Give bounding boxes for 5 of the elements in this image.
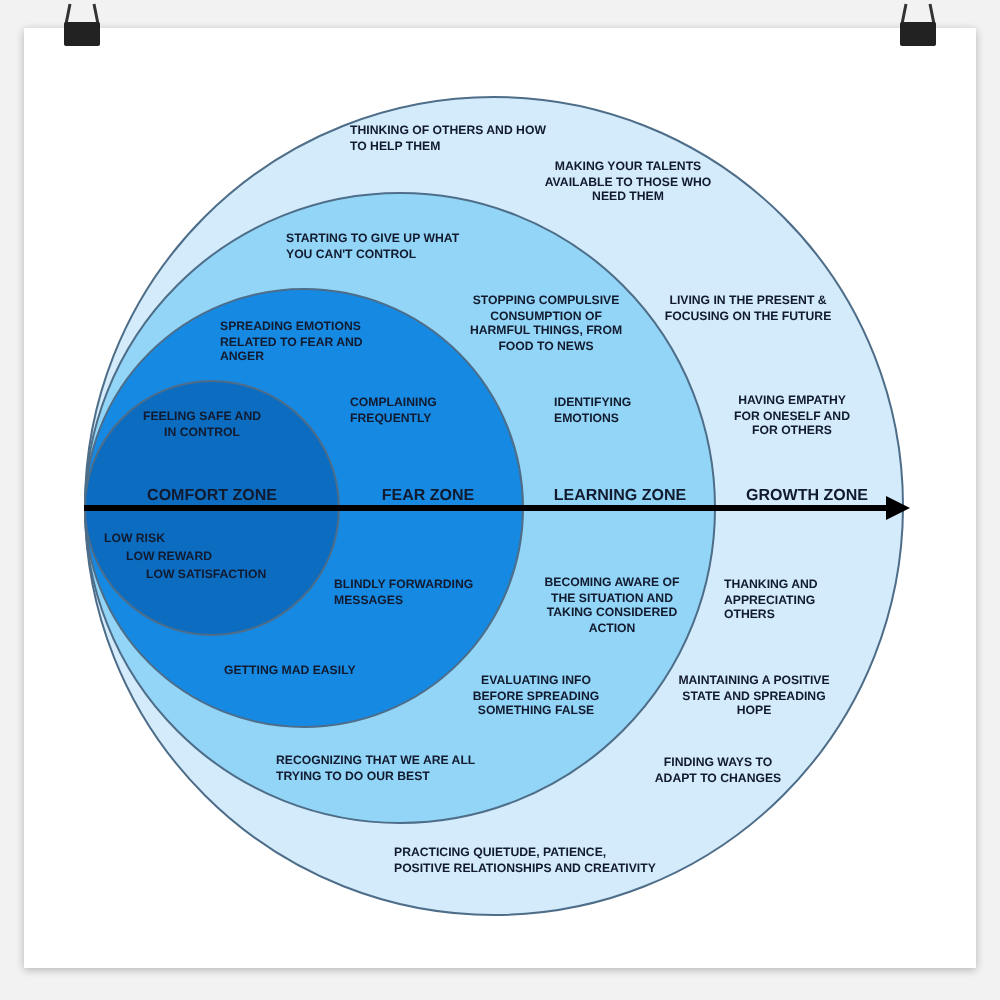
- arrow: [84, 496, 910, 520]
- zone-label: LEARNING ZONE: [551, 486, 689, 504]
- zone-label: FEAR ZONE: [379, 486, 477, 504]
- zone-label: COMFORT ZONE: [145, 486, 279, 504]
- zone-label: GROWTH ZONE: [744, 486, 870, 504]
